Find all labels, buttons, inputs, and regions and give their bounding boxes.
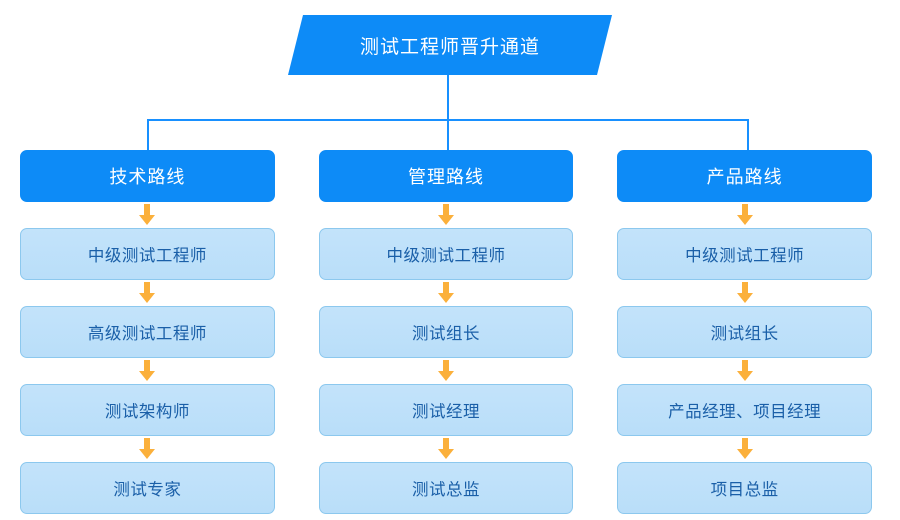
step-node[interactable]: 中级测试工程师 xyxy=(617,228,873,280)
step-node[interactable]: 测试专家 xyxy=(20,462,275,514)
step-node[interactable]: 测试组长 xyxy=(318,306,574,358)
column-technical-path: 技术路线 中级测试工程师 高级测试工程师 测试架构师 xyxy=(20,150,275,514)
down-arrow-icon xyxy=(617,280,872,306)
step-node[interactable]: 测试经理 xyxy=(318,384,574,436)
step-node[interactable]: 测试总监 xyxy=(318,462,574,514)
column-header-management[interactable]: 管理路线 xyxy=(318,150,574,202)
down-arrow-icon xyxy=(617,358,872,384)
column-product-path: 产品路线 中级测试工程师 测试组长 产品经理、项目经理 xyxy=(617,150,873,514)
column-header-technical[interactable]: 技术路线 xyxy=(20,150,275,202)
step-node[interactable]: 测试架构师 xyxy=(20,384,275,436)
diagram-title: 测试工程师晋升通道 xyxy=(288,15,612,75)
step-node[interactable]: 产品经理、项目经理 xyxy=(617,384,873,436)
step-node[interactable]: 中级测试工程师 xyxy=(20,228,275,280)
down-arrow-icon xyxy=(319,358,574,384)
down-arrow-icon xyxy=(319,202,574,228)
down-arrow-icon xyxy=(617,202,872,228)
down-arrow-icon xyxy=(20,280,275,306)
column-management-path: 管理路线 中级测试工程师 测试组长 测试经理 xyxy=(318,150,574,514)
down-arrow-icon xyxy=(319,436,574,462)
step-node[interactable]: 高级测试工程师 xyxy=(20,306,275,358)
title-parallelogram-shape xyxy=(288,15,612,75)
down-arrow-icon xyxy=(20,202,275,228)
column-header-product[interactable]: 产品路线 xyxy=(617,150,873,202)
down-arrow-icon xyxy=(617,436,872,462)
step-node[interactable]: 中级测试工程师 xyxy=(318,228,574,280)
step-node[interactable]: 测试组长 xyxy=(617,306,873,358)
title-label: 测试工程师晋升通道 xyxy=(359,36,540,58)
step-node[interactable]: 项目总监 xyxy=(617,462,873,514)
path-columns: 技术路线 中级测试工程师 高级测试工程师 测试架构师 xyxy=(20,150,873,514)
down-arrow-icon xyxy=(319,280,574,306)
down-arrow-icon xyxy=(20,436,275,462)
down-arrow-icon xyxy=(20,358,275,384)
